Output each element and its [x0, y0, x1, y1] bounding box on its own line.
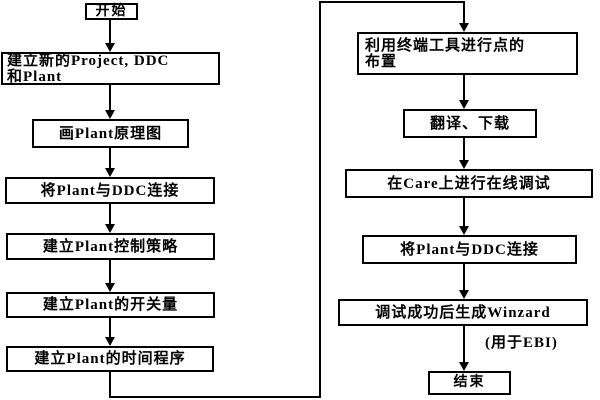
arrow-terminal-tool-to-translate — [459, 75, 469, 109]
arrow-start-to-create-project — [105, 19, 115, 52]
flow-node-connect-plant-ddc-2: 将Plant与DDC连接 — [362, 235, 577, 264]
flow-node-connect-plant-ddc: 将Plant与DDC连接 — [5, 177, 215, 204]
flow-node-terminal-tool-points: 利用终端工具进行点的 布置 — [357, 32, 578, 75]
arrow-care-debug-to-connect2 — [459, 198, 469, 235]
arrow-winzard-to-end — [459, 326, 469, 371]
flow-node-start: 开始 — [85, 3, 138, 20]
arrow-create-project-to-draw-plant — [105, 84, 115, 119]
flow-node-draw-plant-diagram: 画Plant原理图 — [32, 119, 189, 148]
arrow-draw-plant-to-connect — [105, 148, 115, 177]
arrow-strategy-to-switch — [105, 260, 115, 292]
arrow-translate-to-care-debug — [459, 138, 469, 169]
flow-node-switch-quantities: 建立Plant的开关量 — [6, 292, 215, 318]
flow-node-time-program: 建立Plant的时间程序 — [6, 346, 214, 372]
arrow-connect2-to-winzard — [459, 264, 469, 299]
flow-node-create-project: 建立新的Project, DDC 和Plant — [1, 52, 220, 85]
flow-node-control-strategy: 建立Plant控制策略 — [6, 233, 215, 260]
flow-node-end: 结束 — [428, 371, 511, 395]
arrow-connect-to-strategy — [105, 204, 115, 233]
ebi-annotation: (用于EBI) — [485, 335, 558, 351]
connector-time-program-to-terminal-tool — [109, 1, 469, 398]
flow-node-care-online-debug: 在Care上进行在线调试 — [345, 169, 593, 198]
flow-node-generate-winzard: 调试成功后生成Winzard — [338, 299, 588, 326]
flow-node-translate-download: 翻译、下载 — [403, 109, 537, 138]
arrow-switch-to-time-program — [105, 318, 115, 346]
